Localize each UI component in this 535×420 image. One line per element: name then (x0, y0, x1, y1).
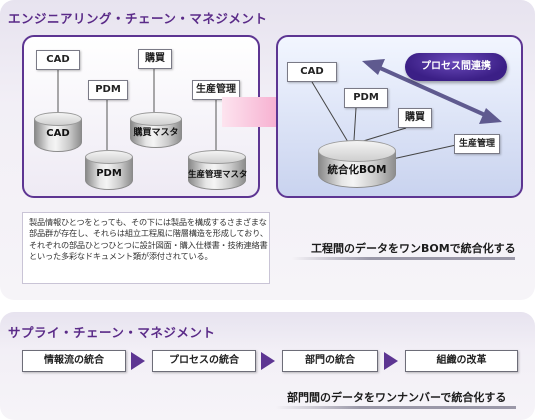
step-department-integration: 部門の統合 (282, 350, 378, 372)
label-seisan-kanri: 生産管理 (192, 80, 240, 100)
ecm-caption: 工程間のデータをワンBOMで統合化する (311, 242, 516, 255)
scm-title: サプライ・チェーン・マネジメント (8, 325, 216, 340)
cylinder-kobai-master-db: 購買マスタ (130, 112, 182, 148)
cylinder-pdm-db: PDM (85, 150, 133, 190)
ecm-caption-underline (292, 257, 515, 260)
description-line: といった多彩なドキュメント類が添付されている。 (29, 251, 213, 262)
step-information-flow: 情報流の統合 (22, 350, 126, 372)
step-process-integration: プロセスの統合 (152, 350, 256, 372)
description-line: それぞれの部品ひとつひとつに設計図面・購入仕様書・技術連絡書 (29, 239, 268, 250)
scm-caption-underline (276, 406, 516, 409)
cylinder-seisan-label: 生産管理マスタ (188, 170, 248, 180)
step-arrow-icon (261, 352, 275, 370)
cylinder-seisan-master-db: 生産管理マスタ (188, 150, 248, 190)
step-arrow-icon (384, 352, 398, 370)
cylinder-integrated-bom: 統合化BOM (318, 140, 396, 188)
label-cad-integrated: CAD (287, 62, 337, 82)
step-arrow-icon (131, 352, 145, 370)
description-line: 製品情報ひとつをとっても、その下には製品を構成するさまざまな (29, 217, 267, 227)
cylinder-pdm-label: PDM (96, 168, 122, 179)
description-line: 部品群が存在し、それらは組立工程風に階層構造を形成しており、 (29, 228, 268, 239)
label-cad: CAD (36, 50, 80, 70)
cylinder-cad-label: CAD (46, 128, 70, 139)
ecm-title: エンジニアリング・チェーン・マネジメント (8, 11, 268, 26)
cylinder-cad-db: CAD (34, 112, 82, 152)
label-kobai: 購買 (138, 49, 172, 69)
process-link-badge: プロセス間連携 (405, 53, 507, 81)
label-seisan-integrated: 生産管理 (454, 134, 500, 154)
cylinder-kobai-label: 購買マスタ (133, 128, 179, 138)
description-box: 製品情報ひとつをとっても、その下には製品を構成するさまざまな 部品群が存在し、そ… (22, 212, 270, 284)
label-pdm-integrated: PDM (344, 88, 388, 108)
label-kobai-integrated: 購買 (398, 108, 432, 128)
label-pdm: PDM (88, 80, 128, 100)
step-organization-reform: 組織の改革 (405, 350, 518, 372)
cylinder-bom-label: 統合化BOM (327, 164, 387, 176)
scm-caption: 部門間のデータをワンナンバーで統合化する (287, 391, 507, 404)
